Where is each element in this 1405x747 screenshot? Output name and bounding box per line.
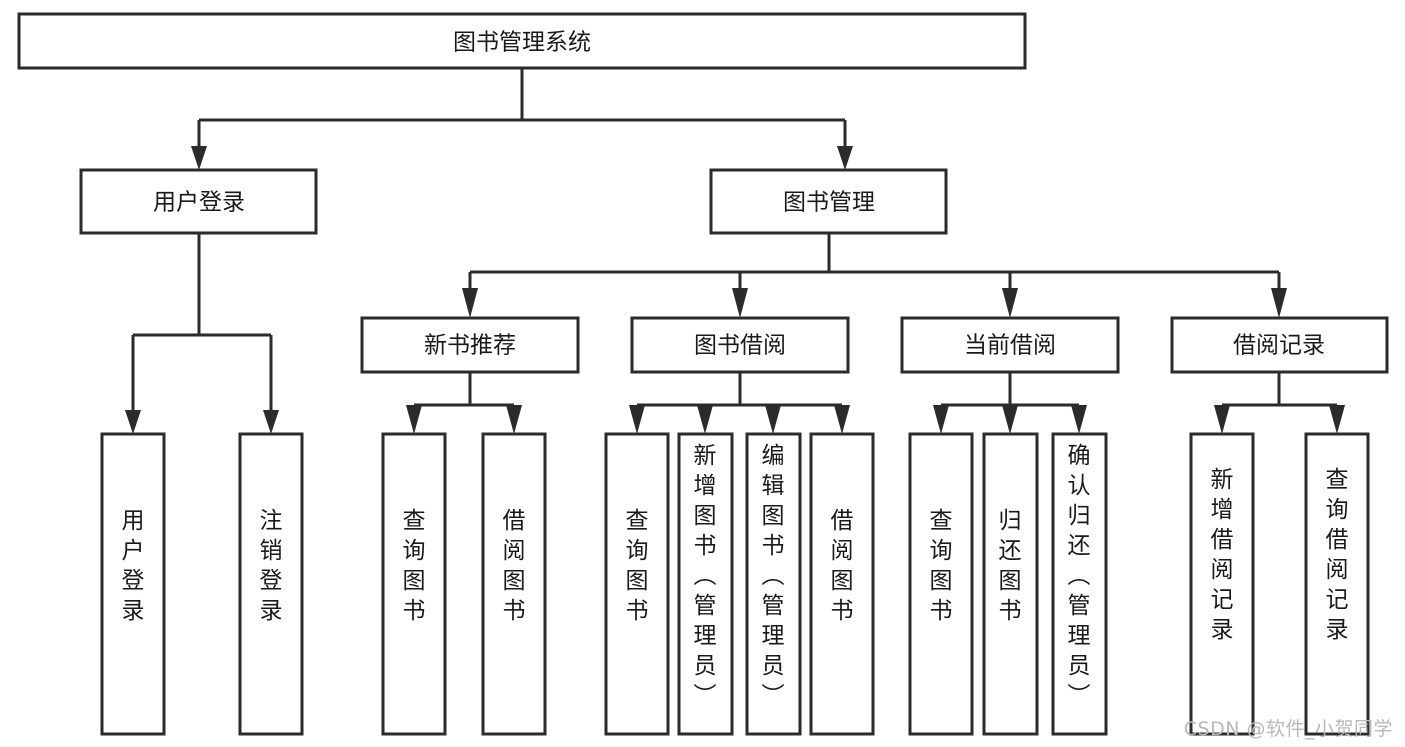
leaf-book-borrow-3[interactable]: 编辑图书︵管理员︶ bbox=[745, 432, 802, 736]
arrow-current-leaf-3 bbox=[1071, 405, 1087, 434]
node-root[interactable]: 图书管理系统 bbox=[17, 12, 1027, 70]
arrow-borrow-leaf-2 bbox=[697, 405, 713, 434]
arrow-to-new-book bbox=[462, 288, 478, 318]
arrow-to-book-borrow bbox=[732, 288, 748, 318]
leaf-book-borrow-4-box[interactable] bbox=[809, 432, 875, 736]
leaf-current-borrow-1-box[interactable] bbox=[908, 432, 974, 736]
leaf-book-borrow-1-box[interactable] bbox=[604, 432, 670, 736]
arrow-to-user-login bbox=[191, 146, 207, 170]
leaf-user-login-2-label: 注销登录 bbox=[260, 508, 283, 624]
arrow-borrow-leaf-1 bbox=[629, 405, 645, 434]
arrow-user-leaf-1 bbox=[125, 410, 141, 434]
leaf-new-book-2-label: 借阅图书 bbox=[503, 508, 526, 624]
node-current-borrow-label: 当前借阅 bbox=[964, 333, 1056, 359]
connector-layer bbox=[125, 68, 1345, 434]
leaf-user-login-2[interactable]: 注销登录 bbox=[238, 432, 304, 736]
arrow-new-leaf-1 bbox=[406, 405, 422, 434]
leaf-user-login-1-label: 用户登录 bbox=[122, 508, 145, 624]
leaf-current-borrow-2-label: 归还图书 bbox=[999, 508, 1022, 624]
node-new-book-recommend-label: 新书推荐 bbox=[424, 333, 516, 359]
leaf-new-book-2-box[interactable] bbox=[481, 432, 547, 736]
leaf-borrow-record-2-label: 查询借阅记录 bbox=[1326, 467, 1349, 643]
arrow-to-book-manage bbox=[837, 146, 853, 170]
arrow-borrow-leaf-3 bbox=[765, 405, 781, 434]
leaf-book-borrow-2-label: 新增图书︵管理员︶ bbox=[694, 443, 717, 709]
arrow-current-leaf-1 bbox=[933, 405, 949, 434]
node-current-borrow[interactable]: 当前借阅 bbox=[900, 316, 1120, 374]
leaf-borrow-record-1-label: 新增借阅记录 bbox=[1211, 467, 1234, 643]
node-new-book-recommend[interactable]: 新书推荐 bbox=[360, 316, 580, 374]
leaf-book-borrow-4-label: 借阅图书 bbox=[831, 508, 854, 624]
node-current-borrow-box[interactable] bbox=[900, 316, 1120, 374]
leaf-current-borrow-1[interactable]: 查询图书 bbox=[908, 432, 974, 736]
leaf-book-borrow-1-label: 查询图书 bbox=[626, 508, 649, 624]
leaf-new-book-1[interactable]: 查询图书 bbox=[381, 432, 447, 736]
leaf-book-borrow-3-label: 编辑图书︵管理员︶ bbox=[762, 443, 785, 709]
leaf-borrow-record-2[interactable]: 查询借阅记录 bbox=[1304, 432, 1370, 736]
node-user-login-box[interactable] bbox=[79, 168, 318, 235]
leaf-new-book-2[interactable]: 借阅图书 bbox=[481, 432, 547, 736]
node-book-management-box[interactable] bbox=[709, 168, 948, 235]
node-borrow-record[interactable]: 借阅记录 bbox=[1170, 316, 1389, 374]
leaf-current-borrow-2-box[interactable] bbox=[982, 432, 1039, 736]
leaf-current-borrow-2[interactable]: 归还图书 bbox=[982, 432, 1039, 736]
leaf-current-borrow-3[interactable]: 确认归还︵管理员︶ bbox=[1051, 432, 1108, 736]
arrow-to-current-borrow bbox=[1002, 288, 1018, 318]
node-book-borrow[interactable]: 图书借阅 bbox=[630, 316, 850, 374]
node-borrow-record-label: 借阅记录 bbox=[1233, 333, 1325, 359]
node-book-borrow-box[interactable] bbox=[630, 316, 850, 374]
leaf-borrow-record-1-box[interactable] bbox=[1189, 432, 1255, 736]
node-new-book-recommend-box[interactable] bbox=[360, 316, 580, 374]
arrow-borrow-leaf-4 bbox=[834, 405, 850, 434]
arrow-new-leaf-2 bbox=[506, 405, 522, 434]
leaf-new-book-1-label: 查询图书 bbox=[403, 508, 426, 624]
arrow-record-leaf-2 bbox=[1329, 405, 1345, 434]
node-user-login-label: 用户登录 bbox=[153, 190, 245, 216]
leaf-current-borrow-3-box[interactable] bbox=[1051, 432, 1108, 736]
arrow-user-leaf-2 bbox=[263, 410, 279, 434]
leaf-borrow-record-2-box[interactable] bbox=[1304, 432, 1370, 736]
leaf-new-book-1-box[interactable] bbox=[381, 432, 447, 736]
leaf-user-login-1-box[interactable] bbox=[100, 432, 166, 736]
arrow-current-leaf-2 bbox=[1002, 405, 1018, 434]
leaf-borrow-record-1[interactable]: 新增借阅记录 bbox=[1189, 432, 1255, 736]
leaf-book-borrow-2-box[interactable] bbox=[677, 432, 734, 736]
node-user-login[interactable]: 用户登录 bbox=[79, 168, 318, 235]
arrow-record-leaf-1 bbox=[1214, 405, 1230, 434]
leaf-current-borrow-1-label: 查询图书 bbox=[930, 508, 953, 624]
leaf-current-borrow-3-label: 确认归还︵管理员︶ bbox=[1068, 443, 1091, 709]
node-book-management-label: 图书管理 bbox=[783, 190, 875, 216]
arrow-to-borrow-record bbox=[1271, 288, 1287, 318]
leaf-book-borrow-4[interactable]: 借阅图书 bbox=[809, 432, 875, 736]
node-borrow-record-box[interactable] bbox=[1170, 316, 1389, 374]
leaf-book-borrow-1[interactable]: 查询图书 bbox=[604, 432, 670, 736]
leaf-book-borrow-3-box[interactable] bbox=[745, 432, 802, 736]
node-root-label: 图书管理系统 bbox=[453, 30, 591, 56]
leaf-user-login-1[interactable]: 用户登录 bbox=[100, 432, 166, 736]
node-book-borrow-label: 图书借阅 bbox=[694, 333, 786, 359]
leaf-user-login-2-box[interactable] bbox=[238, 432, 304, 736]
leaf-book-borrow-2[interactable]: 新增图书︵管理员︶ bbox=[677, 432, 734, 736]
node-book-management[interactable]: 图书管理 bbox=[709, 168, 948, 235]
node-root-box[interactable] bbox=[17, 12, 1027, 70]
